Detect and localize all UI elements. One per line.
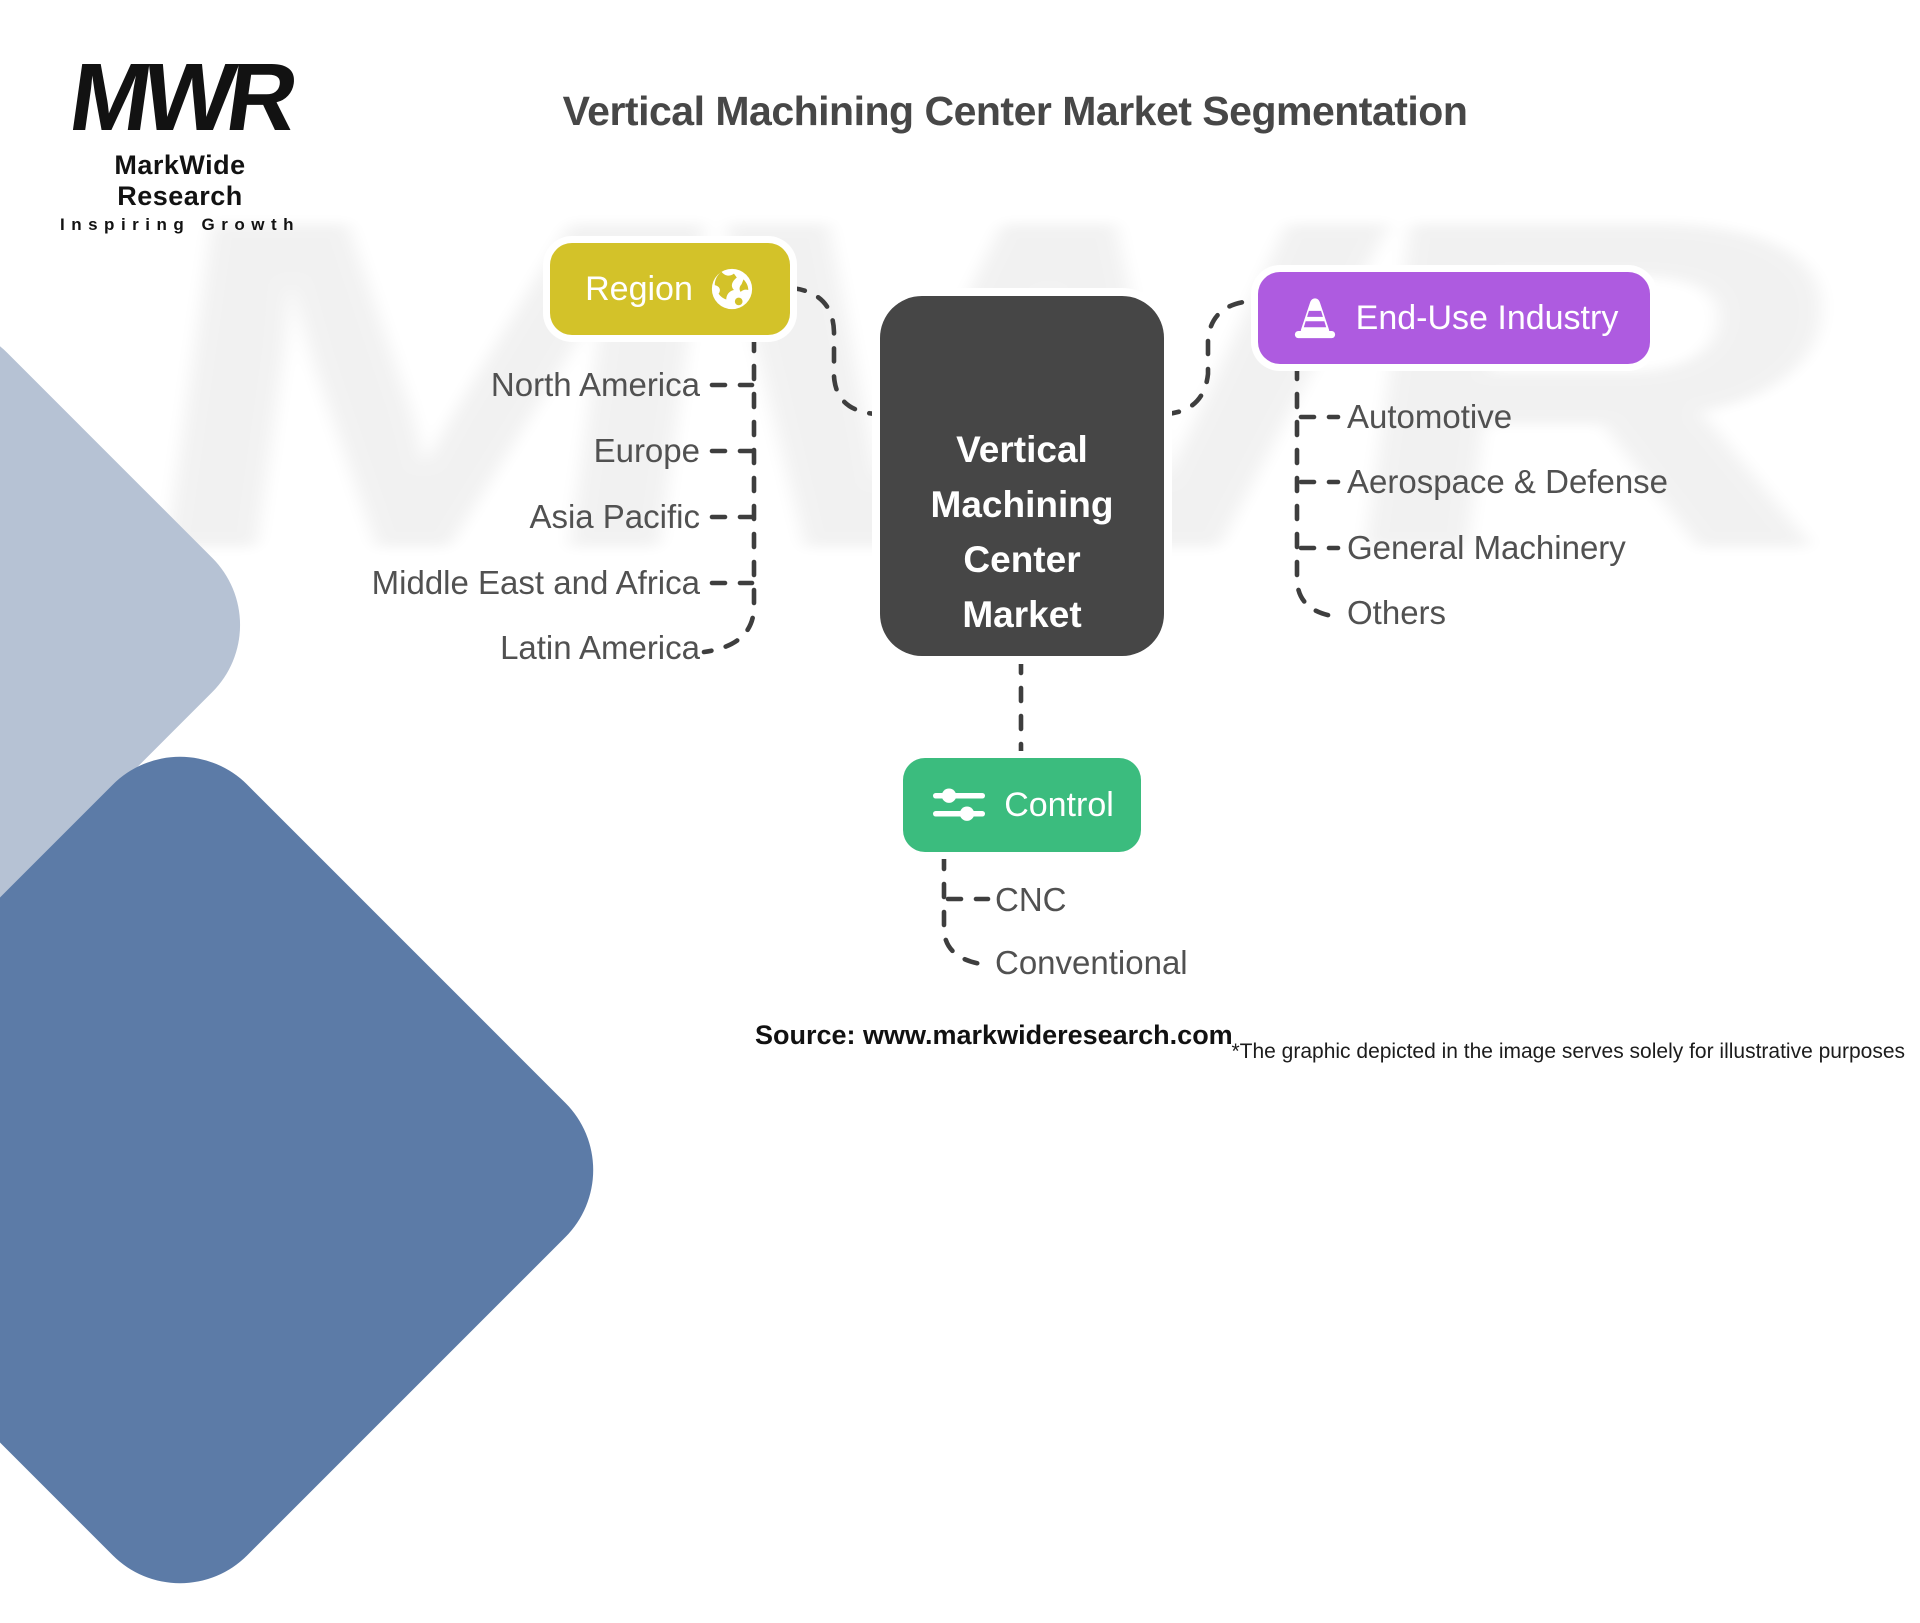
center-node-line: Market	[962, 594, 1082, 635]
list-item-region: Europe	[593, 432, 700, 469]
globe-icon	[709, 266, 755, 312]
logo-tagline: Inspiring Growth	[60, 215, 300, 234]
list-item-region: Asia Pacific	[529, 498, 700, 535]
center-node-line: Center	[963, 539, 1081, 580]
center-node-vertical-machining-center-market: Vertical Machining Center Market	[880, 296, 1164, 656]
logo-mark: MWR	[63, 44, 298, 151]
disclaimer-text: *The graphic depicted in the image serve…	[1231, 1040, 1905, 1063]
list-item-end-use: Aerospace & Defense	[1347, 463, 1669, 500]
center-node-line: Machining	[930, 484, 1114, 525]
connector-lines	[701, 285, 1343, 968]
connector-control-spine	[941, 853, 991, 968]
list-item-control: Conventional	[995, 944, 1188, 981]
sliders-icon	[930, 784, 988, 826]
page-title: Vertical Machining Center Market Segment…	[562, 88, 1468, 134]
list-item-region: Middle East and Africa	[371, 564, 700, 601]
list-item-end-use: General Machinery	[1347, 529, 1626, 566]
connector-enduse-spine	[1294, 363, 1343, 620]
region-label: Region	[585, 269, 693, 308]
center-node-line: Vertical	[956, 429, 1088, 470]
list-item-region: Latin America	[500, 629, 700, 666]
list-item-control: CNC	[995, 881, 1067, 918]
source-text: Source: www.markwideresearch.com	[755, 1020, 1233, 1050]
list-item-region: North America	[490, 366, 700, 403]
branch-box-end-use-industry: End-Use Industry	[1258, 272, 1650, 364]
infographic-canvas: MWR MWR MarkWide Research Inspiring Grow…	[0, 44, 1905, 1623]
list-item-end-use: Others	[1347, 594, 1447, 631]
connector-region-to-center	[789, 285, 879, 417]
branch-box-control: Control	[903, 758, 1141, 852]
connector-center-to-enduse	[1163, 298, 1255, 417]
branch-box-region: Region	[550, 243, 790, 335]
end-use-industry-label: End-Use Industry	[1355, 298, 1619, 337]
control-label: Control	[1004, 785, 1114, 824]
list-item-end-use: Automotive	[1347, 398, 1513, 435]
logo-name: MarkWide Research	[114, 150, 246, 211]
markwide-logo: MWR MarkWide Research Inspiring Growth	[55, 44, 305, 235]
cone-icon	[1290, 293, 1340, 343]
